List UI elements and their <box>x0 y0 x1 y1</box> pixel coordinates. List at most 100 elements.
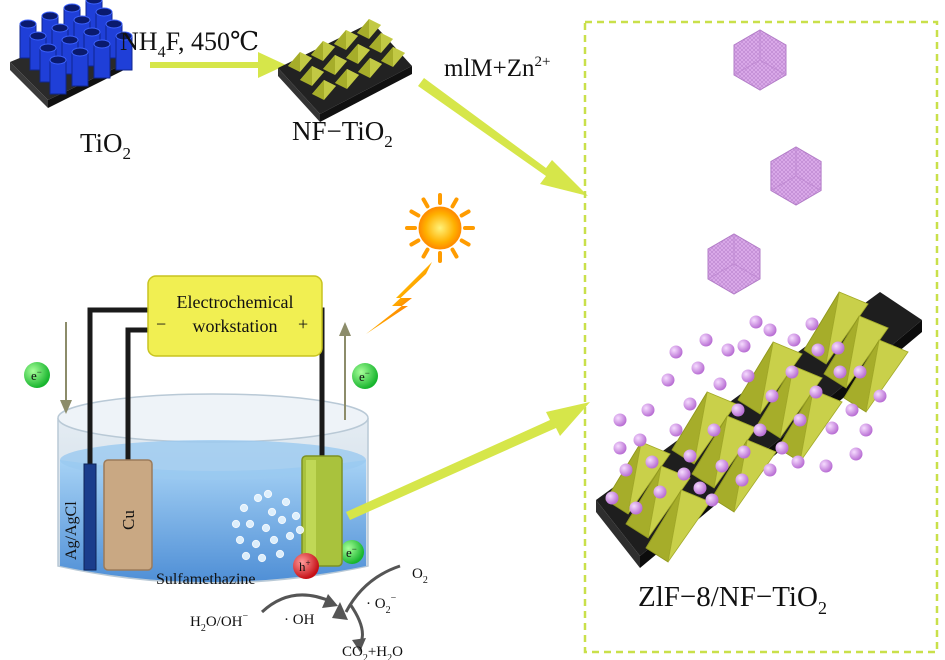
zif8-particle <box>763 463 777 477</box>
crystal-edge <box>733 59 761 76</box>
bubble <box>257 553 267 563</box>
pyramid-face <box>627 441 671 515</box>
zif8-particle <box>737 339 751 353</box>
nanotube-top <box>115 31 133 41</box>
crystal-edge <box>770 175 797 191</box>
hole-ball: h+ <box>293 553 319 579</box>
zif8-particle <box>633 433 647 447</box>
pyramid-face <box>312 66 324 86</box>
pyramid-face <box>323 41 335 61</box>
pyramid-face <box>369 19 381 39</box>
pyramid-face <box>381 47 393 67</box>
electron-flow-down-arrow <box>60 322 72 414</box>
nanotube-top <box>105 19 123 29</box>
zif8-nftio2-label: ZlF−8/NF−TiO2 <box>638 581 827 618</box>
tio2-nanotube-array <box>10 0 133 108</box>
bubble <box>235 535 245 545</box>
svg-text:e−: e− <box>359 368 370 384</box>
nanotube-top <box>93 39 111 49</box>
pyramid-face <box>300 52 312 72</box>
pyramid-face <box>288 52 300 72</box>
pyramid-face <box>346 30 358 50</box>
zif8-particle <box>613 441 627 455</box>
zif8-particle <box>735 473 749 487</box>
zif8-particle <box>705 493 719 507</box>
workstation-line1: Electrochemical <box>177 292 294 312</box>
zif8-particle <box>605 491 619 505</box>
zif8-particle <box>819 459 833 473</box>
sun-ray <box>421 247 430 259</box>
bubble <box>277 515 287 525</box>
zif8-particle <box>805 317 819 331</box>
nanotube-top <box>83 27 101 37</box>
pyramid-face <box>323 55 335 75</box>
cu-label: Cu <box>119 510 138 530</box>
zif8-particle <box>715 459 729 473</box>
zif8-particle <box>661 373 675 387</box>
pyramid-face <box>346 44 358 64</box>
zif8-particle <box>699 333 713 347</box>
result-frame <box>583 20 939 654</box>
zif8-crystals <box>707 29 822 295</box>
superoxide-label: · O2− <box>366 593 397 616</box>
pyramid-face <box>335 69 347 89</box>
workstation-minus: − <box>156 314 166 334</box>
zif8-particle <box>809 385 823 399</box>
zif8-particle <box>645 455 659 469</box>
zif8-particle <box>677 467 691 481</box>
sun-ray <box>421 197 430 209</box>
sun-ray <box>409 209 421 218</box>
zif8-particle <box>669 345 683 359</box>
zif8-particle <box>793 413 807 427</box>
pyramid-face <box>381 33 393 53</box>
bubble <box>285 531 295 541</box>
crystal-edge <box>795 175 822 191</box>
electron-ball-right: e− <box>352 363 378 389</box>
pyramid-face <box>357 19 369 39</box>
zif8-particle <box>831 341 845 355</box>
nanotube-top <box>41 11 59 21</box>
bubble <box>263 489 273 499</box>
crystal-edge <box>707 263 735 280</box>
zif8-particle <box>619 463 633 477</box>
crystal-edge <box>733 263 761 280</box>
o2-label: O2 <box>412 566 428 586</box>
sun-ray <box>409 238 421 247</box>
zif8-particle <box>629 501 643 515</box>
pyramid-face <box>347 69 359 89</box>
sun-ray <box>459 238 471 247</box>
arrow-electrode-to-composite <box>346 402 590 520</box>
workstation-line2: workstation <box>193 316 278 336</box>
zif8-particle <box>811 343 825 357</box>
crystal-edge <box>759 59 787 76</box>
water-hydroxide-label: H2O/OH− <box>190 611 249 634</box>
zif8-particle <box>753 423 767 437</box>
pyramid-face <box>393 47 405 67</box>
mlm-zn-label: mlM+Zn2+ <box>444 54 550 82</box>
small-pyramids <box>288 19 405 100</box>
bubble <box>281 497 291 507</box>
zif8-particle <box>683 449 697 463</box>
sun-icon <box>405 193 475 263</box>
zif8-particle <box>713 377 727 391</box>
nanotube-top <box>19 19 37 29</box>
arrow-tio2-to-nftio2 <box>150 52 286 78</box>
bubble <box>241 551 251 561</box>
pyramid-face <box>799 389 843 463</box>
nanotube <box>71 51 89 87</box>
pyramid-face <box>370 58 382 78</box>
bubble <box>261 523 271 533</box>
hydroxyl-radical-label: · OH <box>284 612 315 628</box>
bubble <box>275 549 285 559</box>
zif8-particle <box>693 481 707 495</box>
sun-ray <box>450 247 459 259</box>
nanotube-top <box>85 0 103 5</box>
bubble <box>253 493 263 503</box>
zif8-particle <box>775 441 789 455</box>
zif8-particle <box>859 423 873 437</box>
nanotube-top <box>49 55 67 65</box>
co2-water-label: CO2+H2O <box>342 644 403 660</box>
nanotubes <box>19 0 133 95</box>
zif8-particle <box>653 485 667 499</box>
